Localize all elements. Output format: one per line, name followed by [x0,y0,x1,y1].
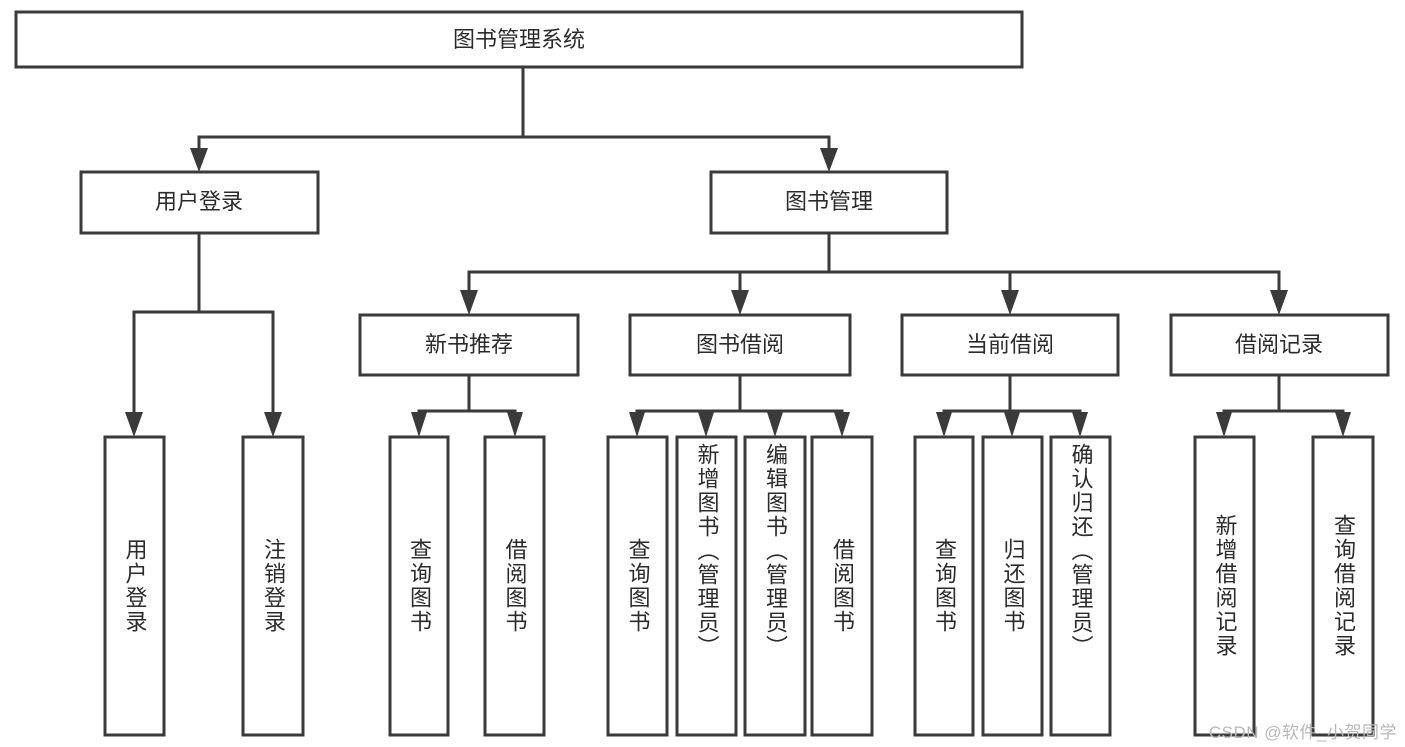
arrow-leaf-user-login [125,412,143,437]
leaf-query-book-borrow-box[interactable] [606,435,669,737]
arrow-leaf-add-borrow-record [1216,412,1232,437]
node-book-borrow[interactable]: 图书借阅 [628,313,852,377]
leaf-return-book-box[interactable] [981,435,1044,737]
leaf-borrow-book-recommend-box[interactable] [483,435,546,737]
node-borrow-record-box[interactable] [1169,313,1390,377]
leaf-edit-book-admin-box[interactable] [743,435,807,737]
arrow-leaf-query-book-recommend [411,412,427,437]
arrow-leaf-add-book-admin [698,412,714,437]
arrow-leaf-borrow-book [834,412,850,437]
arrow-leaf-edit-book-admin [767,412,783,437]
node-book-management-box[interactable] [709,170,949,235]
leaf-borrow-book-box[interactable] [810,435,874,737]
arrow-leaf-query-book-borrow [629,412,645,437]
leaf-user-login-box[interactable] [103,435,166,737]
leaf-confirm-return-admin-box[interactable] [1049,435,1112,737]
connector-group [125,65,1351,437]
node-user-login-label: 用户登录 [155,189,243,214]
arrow-user-login [190,148,208,172]
node-new-book-recommend-box[interactable] [358,313,580,377]
leaf-box-group [103,435,1375,737]
leaf-query-book-recommend-box[interactable] [388,435,450,737]
arrow-borrow-record [1270,290,1288,315]
node-borrow-record-label: 借阅记录 [1235,332,1323,357]
node-root[interactable]: 图书管理系统 [14,10,1024,69]
arrow-new-book-recommend [460,290,478,315]
node-root-label: 图书管理系统 [453,27,585,52]
node-current-borrow-box[interactable] [900,313,1120,377]
leaf-logout-box[interactable] [241,435,305,737]
node-book-management-label: 图书管理 [785,189,873,214]
node-root-box[interactable] [14,10,1024,69]
node-user-login[interactable]: 用户登录 [79,170,320,235]
node-current-borrow-label: 当前借阅 [966,332,1054,357]
arrow-leaf-logout [264,412,282,437]
node-user-login-box[interactable] [79,170,320,235]
arrow-leaf-query-borrow-record [1335,412,1351,437]
node-current-borrow[interactable]: 当前借阅 [900,313,1120,377]
arrow-leaf-return-book [1004,412,1020,437]
csdn-watermark: CSDN @软件_小贺同学 [1208,723,1397,742]
arrow-book-borrow [731,290,749,315]
node-new-book-recommend[interactable]: 新书推荐 [358,313,580,377]
leaf-query-book-current-box[interactable] [913,435,975,737]
node-book-borrow-box[interactable] [628,313,852,377]
leaf-add-book-admin-box[interactable] [675,435,738,737]
node-book-borrow-label: 图书借阅 [696,332,784,357]
arrow-leaf-confirm-return-admin [1072,412,1088,437]
node-book-management[interactable]: 图书管理 [709,170,949,235]
arrow-leaf-query-book-current [936,412,952,437]
arrow-book-management [820,148,838,172]
arrow-leaf-borrow-book-recommend [507,412,523,437]
node-borrow-record[interactable]: 借阅记录 [1169,313,1390,377]
arrow-current-borrow [1001,290,1019,315]
leaf-add-borrow-record-box[interactable] [1193,435,1256,737]
node-new-book-recommend-label: 新书推荐 [425,332,513,357]
leaf-query-borrow-record-box[interactable] [1311,435,1375,737]
